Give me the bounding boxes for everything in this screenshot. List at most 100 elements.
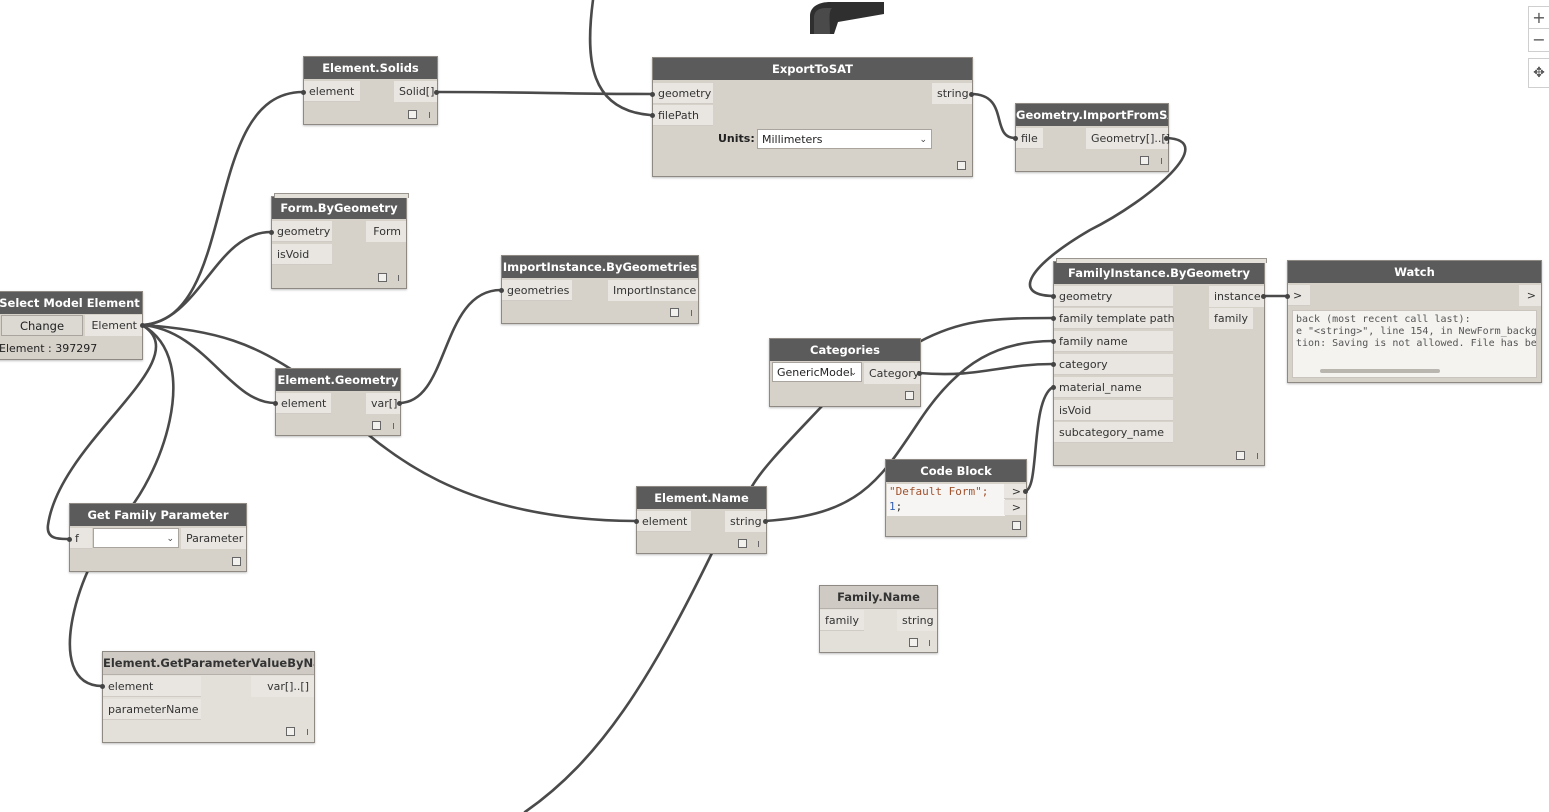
input-port-family-template-path[interactable]: family template path — [1054, 308, 1175, 329]
input-port-family-name[interactable]: family name — [1054, 331, 1173, 352]
node-get-family-parameter[interactable]: Get Family Parameter f ⌄ Parameter — [69, 503, 247, 572]
output-port-string[interactable]: string — [725, 511, 766, 532]
wire-select-to-form — [140, 230, 273, 327]
wire-select-to-elementgeometry — [140, 323, 277, 405]
output-port-category[interactable]: Category — [864, 363, 920, 384]
node-family-instance-by-geometry[interactable]: FamilyInstance.ByGeometry geometry famil… — [1053, 258, 1267, 466]
input-port-element[interactable]: element — [276, 393, 331, 414]
node-element-geometry[interactable]: Element.Geometry element var[] — [275, 368, 401, 436]
node-element-name[interactable]: Element.Name element string — [636, 486, 767, 554]
node-title: Code Block — [886, 460, 1026, 482]
preview-toggle[interactable] — [909, 638, 918, 647]
input-port-filepath[interactable]: filePath — [653, 105, 713, 126]
node-get-parameter-value-by-name[interactable]: Element.GetParameterValueByName element … — [102, 651, 315, 743]
node-select-model-element[interactable]: Select Model Element Change Element Elem… — [0, 291, 143, 360]
input-port-parametername[interactable]: parameterName — [103, 699, 201, 720]
output-port-var[interactable]: var[] — [366, 393, 400, 414]
connector-dot — [1013, 136, 1018, 141]
input-port-element[interactable]: element — [637, 511, 691, 532]
connector-dot — [67, 537, 72, 542]
lacing-marker — [393, 423, 394, 429]
output-port-element[interactable]: Element — [85, 315, 142, 336]
preview-toggle[interactable] — [905, 391, 914, 400]
category-dropdown[interactable]: GenericModel ⌄ — [772, 362, 862, 382]
code-editor[interactable]: "Default Form"; 1; — [887, 484, 1005, 516]
node-title: Watch — [1288, 261, 1541, 283]
code-line-2-rest: ; — [895, 500, 903, 513]
output-port-string[interactable]: string — [897, 610, 937, 631]
wire-categories-to-template — [917, 316, 1055, 344]
watch-line: e "<string>", line 154, in NewForm_backg… — [1296, 326, 1537, 337]
watch-scrollbar[interactable] — [1320, 369, 1440, 373]
zoom-in-button[interactable]: + — [1528, 6, 1549, 30]
node-export-to-sat[interactable]: ExportToSAT geometry filePath string Uni… — [652, 57, 973, 177]
connector-dot — [1051, 362, 1056, 367]
output-port-geometry-list[interactable]: Geometry[]..[] — [1086, 128, 1170, 149]
wire-categories-to-category — [917, 362, 1055, 376]
input-port-geometries[interactable]: geometries — [502, 280, 572, 301]
output-port-solids[interactable]: Solid[] — [394, 81, 437, 102]
node-code-block[interactable]: Code Block "Default Form"; 1; > > — [885, 459, 1027, 537]
code-line-2-number: 1 — [889, 500, 896, 513]
output-port-var-list[interactable]: var[]..[] — [251, 676, 314, 697]
parameter-dropdown[interactable]: ⌄ — [93, 528, 179, 548]
node-import-instance[interactable]: ImportInstance.ByGeometries geometries I… — [501, 255, 699, 324]
preview-toggle[interactable] — [1012, 521, 1021, 530]
input-port-watch[interactable]: > — [1288, 285, 1310, 306]
preview-toggle[interactable] — [957, 161, 966, 170]
change-button[interactable]: Change — [1, 315, 83, 336]
units-selected: Millimeters — [762, 133, 823, 146]
node-element-solids[interactable]: Element.Solids element Solid[] — [303, 56, 438, 125]
output-port-family[interactable]: family — [1209, 308, 1253, 329]
connector-dot — [1051, 294, 1056, 299]
wire-codeblock-to-material — [1023, 385, 1055, 493]
output-port-line-2[interactable]: > — [1004, 500, 1026, 515]
wire-geometry-to-import — [397, 288, 503, 405]
output-port-importinstance[interactable]: ImportInstance — [608, 280, 698, 301]
preview-toggle[interactable] — [1140, 156, 1149, 165]
output-port-form[interactable]: Form — [366, 221, 406, 242]
node-watch[interactable]: Watch > > back (most recent call last): … — [1287, 260, 1542, 383]
node-family-name[interactable]: Family.Name family string — [819, 585, 938, 653]
input-port-file[interactable]: file — [1016, 128, 1043, 149]
node-geometry-import-from-sat[interactable]: Geometry.ImportFromSAT file Geometry[]..… — [1015, 103, 1170, 172]
preview-toggle[interactable] — [232, 557, 241, 566]
input-port-geometry[interactable]: geometry — [1054, 286, 1173, 307]
code-line-1: "Default Form"; — [889, 485, 989, 498]
preview-toggle[interactable] — [372, 421, 381, 430]
output-port-instance[interactable]: instance — [1209, 286, 1264, 307]
input-port-subcategory-name[interactable]: subcategory_name — [1054, 422, 1173, 443]
input-port-category[interactable]: category — [1054, 354, 1173, 375]
preview-toggle[interactable] — [1236, 451, 1245, 460]
preview-toggle[interactable] — [670, 308, 679, 317]
node-form-by-geometry[interactable]: Form.ByGeometry geometry isVoid Form — [271, 193, 409, 289]
units-dropdown[interactable]: Millimeters ⌄ — [757, 129, 932, 149]
input-port-element[interactable]: element — [103, 676, 201, 697]
output-port-watch[interactable]: > — [1519, 285, 1541, 306]
preview-toggle[interactable] — [286, 727, 295, 736]
preview-toggle[interactable] — [408, 110, 417, 119]
node-categories[interactable]: Categories GenericModel ⌄ Category — [769, 338, 921, 407]
connector-dot — [650, 113, 655, 118]
input-port-isvoid[interactable]: isVoid — [1054, 400, 1173, 421]
output-port-line-1[interactable]: > — [1004, 484, 1026, 499]
zoom-out-button[interactable]: − — [1528, 28, 1549, 52]
input-port-geometry[interactable]: geometry — [272, 221, 332, 242]
input-port-family[interactable]: family — [820, 610, 864, 631]
preview-toggle[interactable] — [378, 273, 387, 282]
input-port-material-name[interactable]: material_name — [1054, 377, 1173, 398]
output-port-parameter[interactable]: Parameter — [181, 528, 246, 549]
connector-dot — [301, 90, 306, 95]
connector-dot — [1285, 294, 1290, 299]
input-port-geometry[interactable]: geometry — [653, 83, 713, 104]
input-port-element[interactable]: element — [304, 81, 360, 102]
lacing-marker — [758, 541, 759, 547]
pan-button[interactable]: ✥ — [1528, 58, 1549, 88]
output-port-string[interactable]: string — [932, 83, 972, 104]
input-port-f[interactable]: f — [70, 528, 92, 549]
preview-toggle[interactable] — [738, 539, 747, 548]
connector-dot — [1051, 339, 1056, 344]
input-port-isvoid[interactable]: isVoid — [272, 244, 332, 265]
lacing-marker — [929, 640, 930, 646]
watch-output-panel[interactable]: back (most recent call last): e "<string… — [1292, 310, 1537, 378]
